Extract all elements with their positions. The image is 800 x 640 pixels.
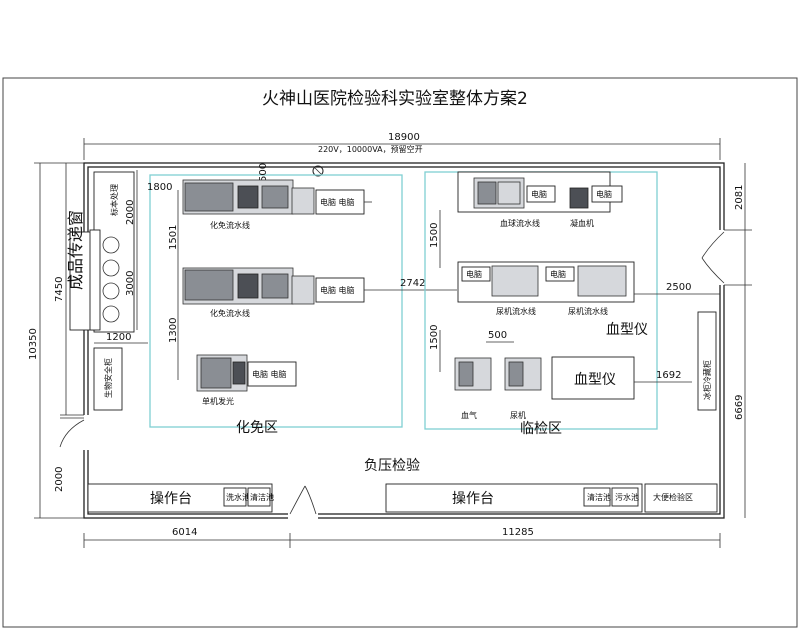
immuno-line-2: 化免流水线 电脑 电脑 xyxy=(182,267,365,318)
dim-1501: 1501 xyxy=(168,225,179,250)
dim-total-width: 18900 xyxy=(388,132,420,143)
urine-pc-2: 电脑 xyxy=(550,269,566,279)
freezer-label: 冰柜冷藏柜 xyxy=(702,360,712,400)
power-note: 220V，10000VA，预留空开 xyxy=(318,144,423,154)
blood-type-top-label: 血型仪 xyxy=(606,322,648,338)
blood-pc: 电脑 xyxy=(531,189,547,199)
dim-right-upper: 2081 xyxy=(734,185,745,210)
centrifuge-1 xyxy=(102,236,120,254)
dim-500-mid: 500 xyxy=(488,330,507,341)
dim-1500-lower: 1500 xyxy=(429,325,440,350)
dim-2500: 2500 xyxy=(666,282,691,293)
dim-1200: 1200 xyxy=(106,332,131,343)
urine-analyzer: 尿机 xyxy=(504,357,542,420)
urine-line-label: 尿机流水线 xyxy=(496,306,536,316)
stool-test-label: 大便检验区 xyxy=(653,492,693,502)
zone-passbox: 成品传递窗 xyxy=(66,210,85,290)
immuno-line-1-label: 化免流水线 xyxy=(210,220,250,230)
single-pc: 电脑 电脑 xyxy=(252,369,287,379)
sample-processing-label: 标本处理 xyxy=(109,184,119,216)
coag-pc: 电脑 xyxy=(596,189,612,199)
single-luminescence: 单机发光 电脑 电脑 xyxy=(196,354,297,406)
right-bench-label: 操作台 xyxy=(452,491,494,507)
single-luminescence-label: 单机发光 xyxy=(202,396,234,406)
centrifuge-2 xyxy=(102,259,120,277)
sink-1: 洗水池 xyxy=(226,492,250,502)
blood-analyzer-line: 电脑 血球流水线 电脑 凝血机 xyxy=(457,171,623,228)
dim-bottom-left: 6014 xyxy=(172,527,197,538)
dim-3000: 3000 xyxy=(125,271,136,296)
blood-gas-label: 血气 xyxy=(461,410,477,420)
immuno-line-2-label: 化免流水线 xyxy=(210,308,250,318)
urine-analyzer-line: 电脑 电脑 尿机流水线 尿机流水线 xyxy=(457,261,635,316)
dim-bottom-right: 11285 xyxy=(502,527,534,538)
dim-2742: 2742 xyxy=(400,278,425,289)
immuno-line-1: 化免流水线 电脑 电脑 xyxy=(182,179,365,230)
immuno-line-1-pc: 电脑 电脑 xyxy=(320,197,355,207)
biosafety-cabinet xyxy=(93,347,123,411)
urine-pc-1: 电脑 xyxy=(466,269,482,279)
blood-line-label: 血球流水线 xyxy=(500,218,540,228)
dim-1500-upper: 1500 xyxy=(429,223,440,248)
stool-line-label: 尿机流水线 xyxy=(568,306,608,316)
dim-right-lower: 6669 xyxy=(734,395,745,420)
building-wall xyxy=(83,162,725,519)
urine-analyzer-label: 尿机 xyxy=(510,410,526,420)
pass-box xyxy=(89,229,101,331)
dim-left-upper: 7450 xyxy=(54,277,65,302)
dim-500-top: 500 xyxy=(258,163,269,182)
blood-gas-analyzer: 血气 xyxy=(454,357,492,420)
sink-2: 清洁池 xyxy=(250,492,274,502)
blood-type-label: 血型仪 xyxy=(574,372,616,388)
zone-immuno-boundary xyxy=(149,174,403,428)
power-outlet-icon xyxy=(312,165,324,177)
centrifuge-4 xyxy=(102,305,120,323)
sink-3: 清洁池 xyxy=(587,492,611,502)
dim-1800: 1800 xyxy=(147,182,172,193)
dim-2000-col: 2000 xyxy=(125,200,136,225)
dim-left-lower: 2000 xyxy=(54,467,65,492)
stool-test-area xyxy=(644,483,718,513)
coag-label: 凝血机 xyxy=(570,218,594,228)
immuno-line-2-pc: 电脑 电脑 xyxy=(320,285,355,295)
left-bench-label: 操作台 xyxy=(150,491,192,507)
drawing-frame xyxy=(2,77,798,628)
biosafety-cabinet-label: 生物安全柜 xyxy=(103,358,113,398)
zone-immuno-label: 化免区 xyxy=(236,420,278,436)
dim-1692: 1692 xyxy=(656,370,681,381)
blood-type-instrument xyxy=(551,356,635,400)
dim-1300: 1300 xyxy=(168,318,179,343)
zone-clinical-label: 临检区 xyxy=(520,421,562,437)
sink-4: 污水池 xyxy=(615,492,639,502)
freezer-cabinet xyxy=(697,311,717,411)
dim-left-height: 10350 xyxy=(28,328,39,360)
plan-title: 火神山医院检验科实验室整体方案2 xyxy=(262,89,528,109)
centrifuge-3 xyxy=(102,282,120,300)
zone-negative-pressure: 负压检验 xyxy=(364,458,420,474)
